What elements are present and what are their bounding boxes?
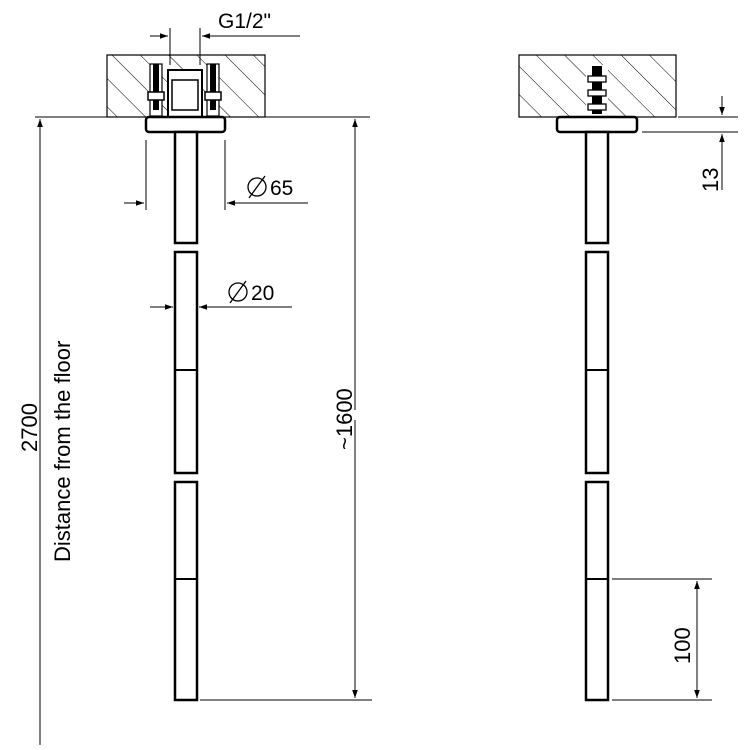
diameter-65-dimension: 65 bbox=[124, 140, 308, 210]
height-total-label: 2700 bbox=[17, 403, 42, 452]
flange-thickness-label: 13 bbox=[698, 168, 723, 192]
diameter-20-dimension: 20 bbox=[150, 280, 292, 310]
pipe-segment bbox=[173, 480, 199, 702]
distance-caption: Distance from the floor bbox=[50, 341, 75, 562]
front-view: G1/2" 65 20 bbox=[17, 10, 372, 745]
diameter-symbol bbox=[228, 280, 248, 304]
diameter-65-label: 65 bbox=[270, 177, 293, 200]
flange-right bbox=[555, 115, 639, 134]
anchor-bolt-right bbox=[204, 63, 222, 117]
flange-left bbox=[144, 115, 227, 134]
pipe-segment bbox=[173, 130, 199, 245]
pipe-segment bbox=[584, 250, 610, 475]
flange-thickness-dimension: 13 bbox=[642, 96, 738, 192]
thread-label: G1/2" bbox=[218, 10, 271, 33]
diameter-20-label: 20 bbox=[251, 282, 274, 305]
thread-dimension: G1/2" bbox=[150, 10, 300, 65]
fitting-right bbox=[586, 65, 608, 117]
length-label: ~1600 bbox=[332, 388, 357, 450]
segment-100-dimension: 100 bbox=[612, 578, 712, 701]
segment-length-label: 100 bbox=[670, 627, 695, 664]
length-1600-dimension: ~1600 bbox=[200, 119, 372, 701]
diameter-symbol bbox=[247, 175, 267, 199]
pipe-segment bbox=[584, 130, 610, 245]
anchor-bolt-left bbox=[147, 63, 165, 117]
pipe-segment bbox=[173, 250, 199, 475]
side-view: 13 100 bbox=[518, 54, 738, 702]
pipe-segment bbox=[584, 480, 610, 702]
height-2700-dimension: 2700 Distance from the floor bbox=[17, 116, 370, 745]
